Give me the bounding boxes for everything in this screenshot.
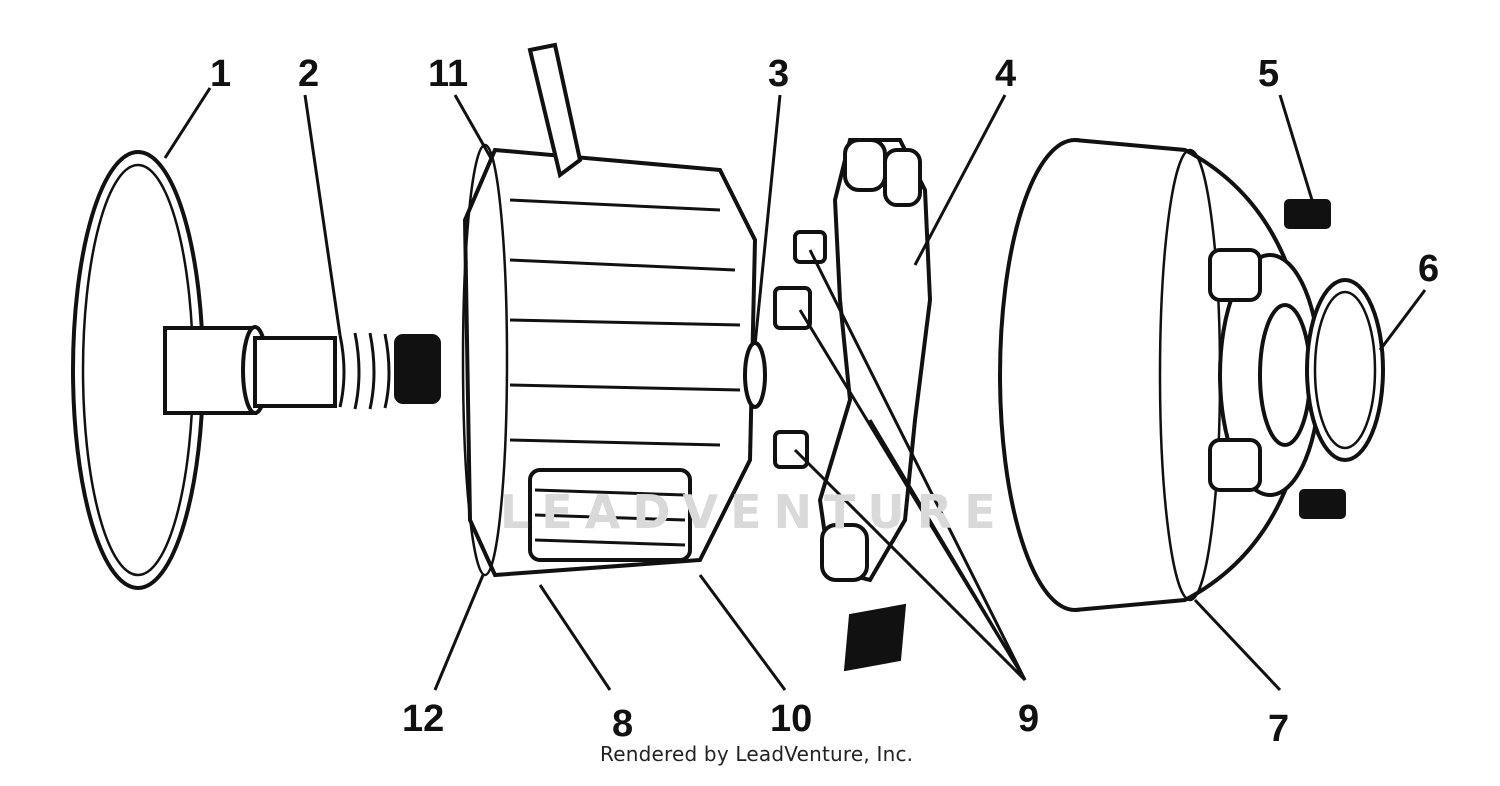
part-6-washer [1305, 278, 1385, 462]
credit-text: Rendered by LeadVenture, Inc. [600, 742, 914, 766]
part-7-cover [998, 138, 1322, 612]
callout-6: 6 [1418, 248, 1440, 290]
small-spring [843, 603, 907, 672]
callout-8: 8 [612, 703, 634, 745]
callout-3: 3 [768, 53, 790, 95]
part-11-housing [461, 42, 758, 578]
part-3-bushing [743, 341, 767, 409]
part-9-rollers [773, 230, 827, 469]
part-4-spider [817, 138, 933, 583]
callout-7: 7 [1268, 708, 1290, 750]
callout-5: 5 [1258, 53, 1280, 95]
part-5-bolts [1284, 199, 1346, 519]
callout-4: 4 [995, 53, 1017, 95]
callout-11: 11 [428, 53, 469, 95]
callout-2: 2 [298, 53, 320, 95]
callout-10: 10 [770, 698, 813, 740]
callout-12: 12 [402, 698, 445, 740]
leader-lines [163, 87, 1427, 692]
part-1-sheave [71, 150, 337, 590]
callout-9: 9 [1018, 698, 1040, 740]
part-2-spring [338, 332, 441, 410]
watermark-text: LEADVENTURE [500, 485, 1008, 539]
callout-1: 1 [210, 53, 232, 95]
